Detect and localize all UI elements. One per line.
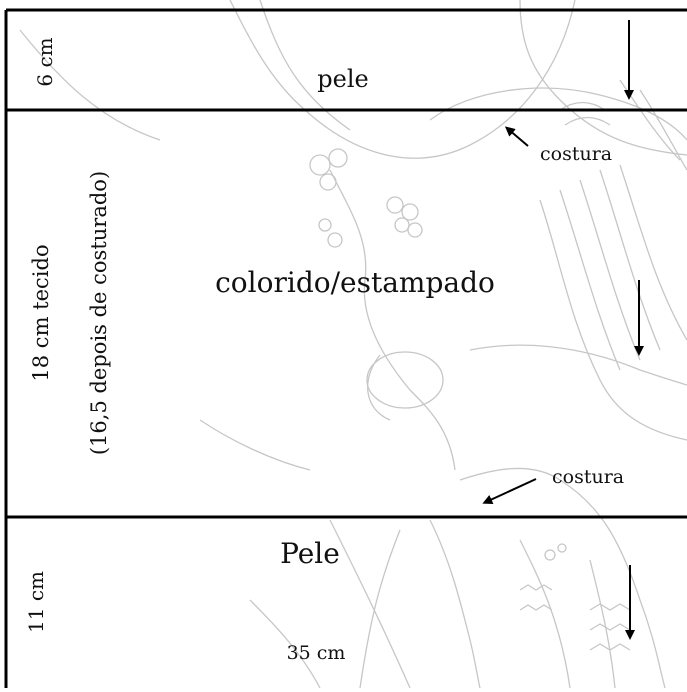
section-middle: 18 cm tecido (16,5 depois de costurado) … (29, 129, 639, 502)
seam-label-top: costura (540, 143, 612, 165)
top-height-label: 6 cm (33, 37, 57, 86)
seam-arrow-bottom (486, 479, 536, 502)
section-bottom: 11 cm Pele 35 cm (24, 537, 630, 664)
seam-arrow-top (508, 129, 528, 146)
bottom-width-label: 35 cm (287, 642, 346, 664)
seam-label-bottom: costura (552, 466, 624, 488)
middle-height-label-line1: 18 cm tecido (29, 244, 53, 381)
middle-height-label-line2: (16,5 depois de costurado) (87, 171, 111, 455)
middle-material-label: colorido/estampado (215, 266, 495, 299)
bottom-height-label: 11 cm (24, 571, 48, 633)
background-sketch (20, 0, 687, 688)
bottom-material-label: Pele (280, 537, 340, 570)
top-material-label: pele (317, 65, 368, 93)
